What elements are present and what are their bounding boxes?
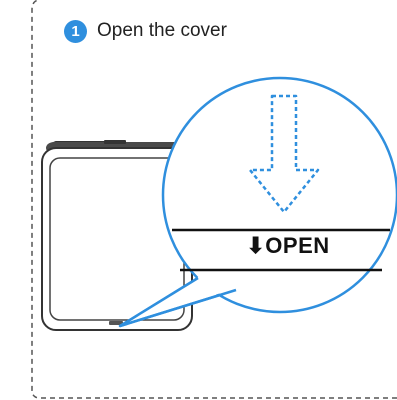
- dotted-down-arrow-icon: [248, 94, 320, 214]
- magnifier-circle: [161, 76, 397, 314]
- step-title: Open the cover: [97, 20, 227, 41]
- open-label: ⬇OPEN: [246, 233, 330, 258]
- magnifier-callout: [118, 76, 397, 328]
- device-illustration: [41, 140, 193, 331]
- step-number-badge: 1: [64, 19, 87, 43]
- device-slot: [104, 140, 126, 144]
- step-heading: 1 Open the cover: [64, 18, 227, 44]
- dashed-frame: [31, 0, 397, 399]
- device-latch: [109, 321, 123, 325]
